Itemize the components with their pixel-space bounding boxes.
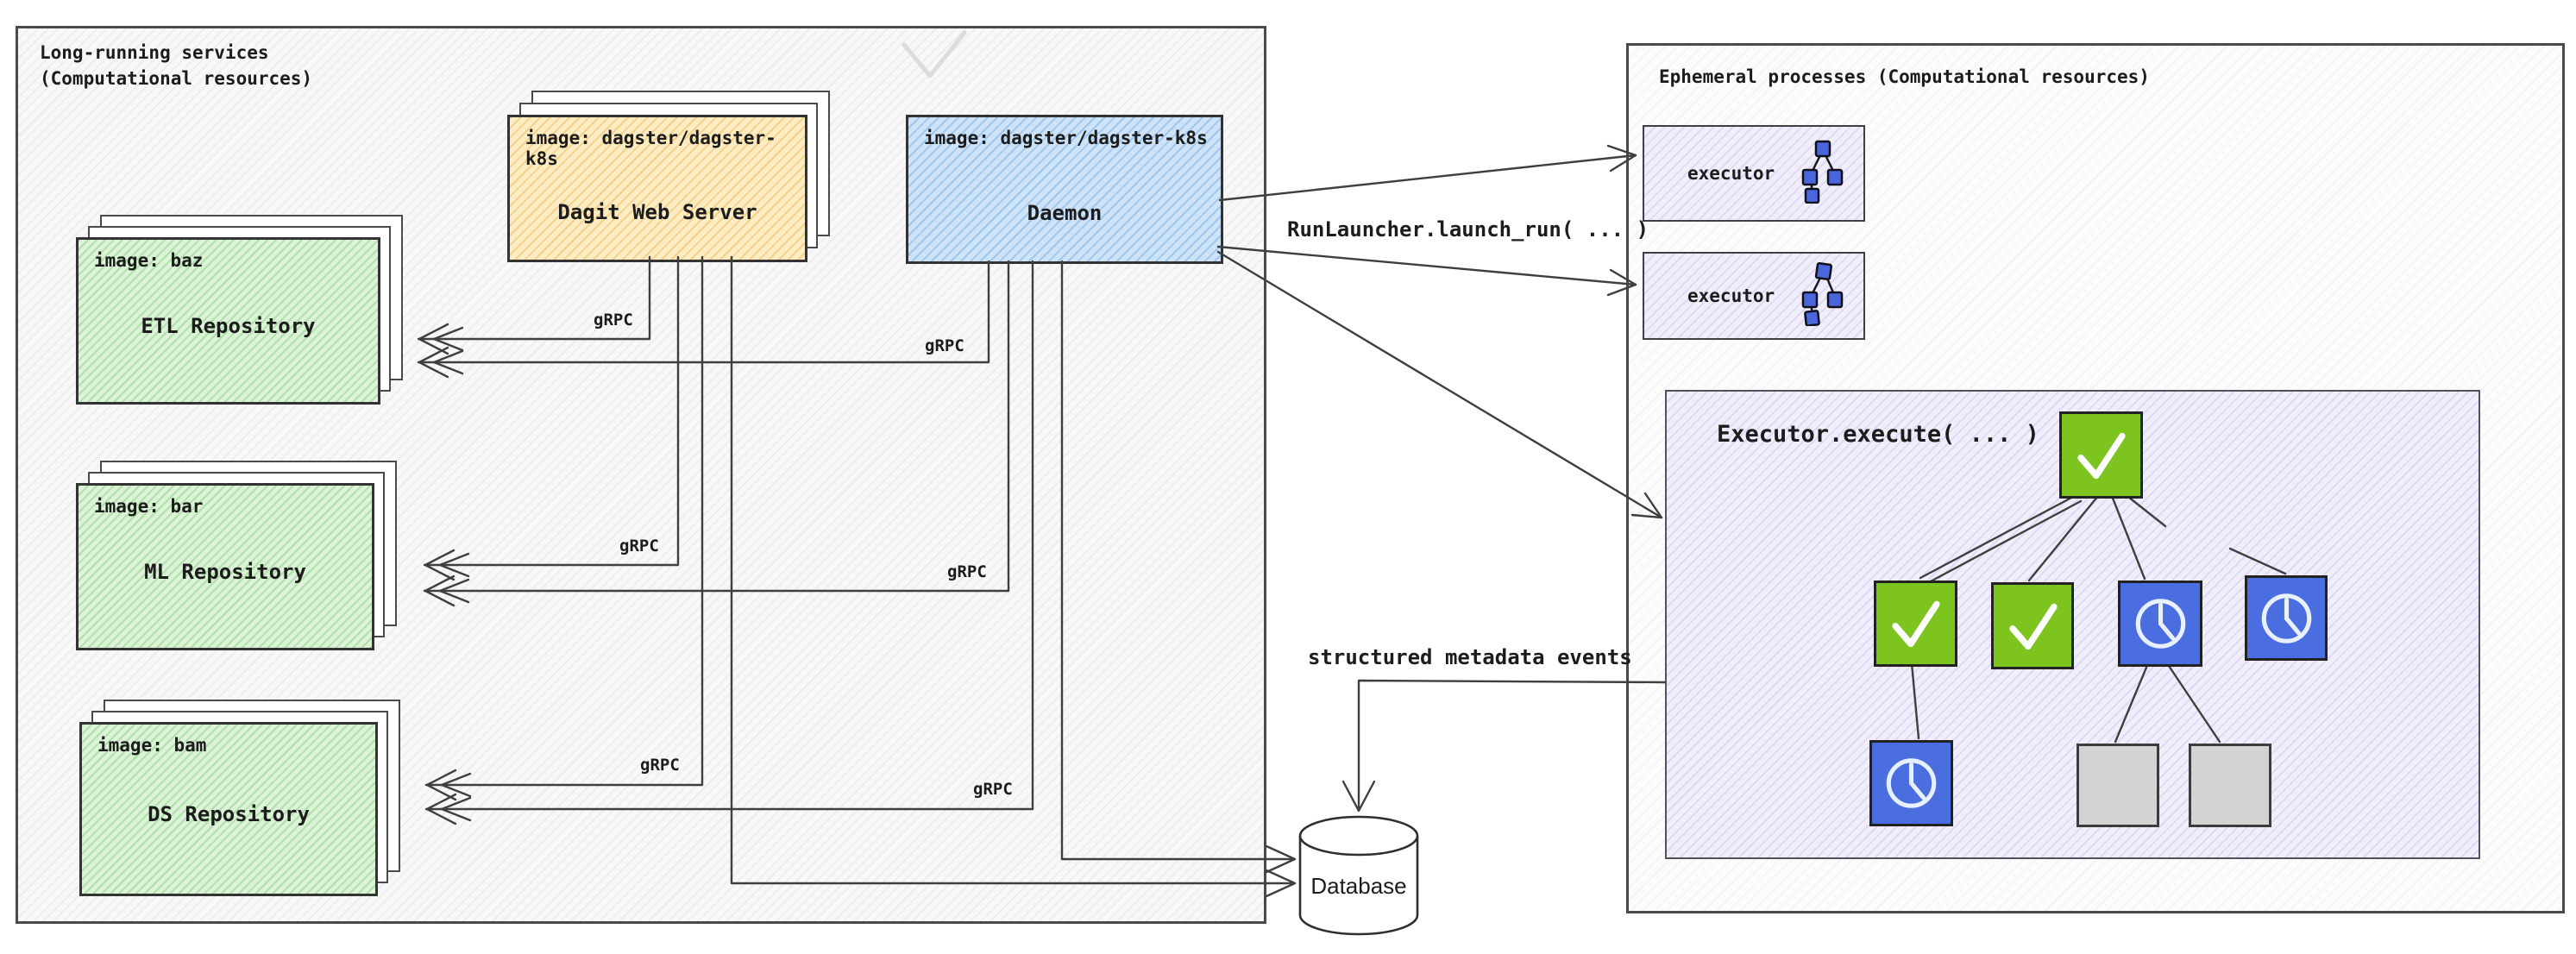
ds-title: DS Repository <box>148 802 310 827</box>
op-node-success-root <box>2059 411 2143 499</box>
run-launcher-annotation: RunLauncher.launch_run( ... ) <box>1287 217 1649 242</box>
op-node-running <box>1869 740 1953 826</box>
daemon-image-label: image: dagster/dagster-k8s <box>924 128 1208 148</box>
dagit-web-server-card: image: dagster/dagster-k8s Dagit Web Ser… <box>507 115 807 262</box>
op-node-success <box>1874 581 1957 667</box>
ml-title: ML Repository <box>144 560 306 585</box>
op-node-success <box>1991 582 2074 669</box>
executor-box-2: executor <box>1643 252 1865 340</box>
ml-image-label: image: bar <box>94 496 204 517</box>
grpc-label-dagit-etl: gRPC <box>594 311 633 330</box>
grpc-label-dagit-ds: gRPC <box>640 756 680 775</box>
grpc-label-daemon-etl: gRPC <box>925 336 964 355</box>
daemon-card: image: dagster/dagster-k8s Daemon <box>906 115 1223 264</box>
executor-label: executor <box>1687 163 1775 184</box>
clock-icon <box>2261 593 2311 643</box>
op-node-queued <box>2077 744 2159 827</box>
ds-image-label: image: bam <box>97 735 207 756</box>
daemon-title: Daemon <box>1027 200 1103 225</box>
dag-icon <box>1798 261 1844 330</box>
executor-box-1: executor <box>1643 125 1865 222</box>
check-icon <box>2008 603 2058 650</box>
etl-image-label: image: baz <box>94 250 204 271</box>
ds-repository-card: image: bam DS Repository <box>79 722 378 896</box>
etl-repository-card: image: baz ETL Repository <box>76 237 380 405</box>
database-label: Database <box>1310 873 1407 899</box>
op-node-queued <box>2189 744 2271 827</box>
right-panel-title: Ephemeral processes (Computational resou… <box>1659 66 2150 87</box>
grpc-label-daemon-ds: gRPC <box>973 780 1013 799</box>
clock-icon <box>1886 758 1937 808</box>
dagit-image-label: image: dagster/dagster-k8s <box>525 128 776 169</box>
left-panel-title: Long-running services (Computational res… <box>40 42 313 90</box>
op-node-running <box>2118 581 2202 667</box>
metadata-events-annotation: structured metadata events <box>1308 645 1632 669</box>
etl-title: ETL Repository <box>141 314 316 339</box>
ml-repository-card: image: bar ML Repository <box>76 483 374 650</box>
dag-icon <box>1798 140 1844 207</box>
dagit-title: Dagit Web Server <box>557 199 757 224</box>
grpc-label-dagit-ml: gRPC <box>619 537 659 555</box>
check-icon <box>1892 600 1940 648</box>
check-icon <box>2077 432 2126 479</box>
executor-execute-title: Executor.execute( ... ) <box>1717 421 2039 448</box>
executor-label: executor <box>1687 286 1775 306</box>
clock-icon <box>2135 599 2185 649</box>
grpc-label-daemon-ml: gRPC <box>947 562 987 581</box>
op-node-running <box>2245 575 2328 661</box>
